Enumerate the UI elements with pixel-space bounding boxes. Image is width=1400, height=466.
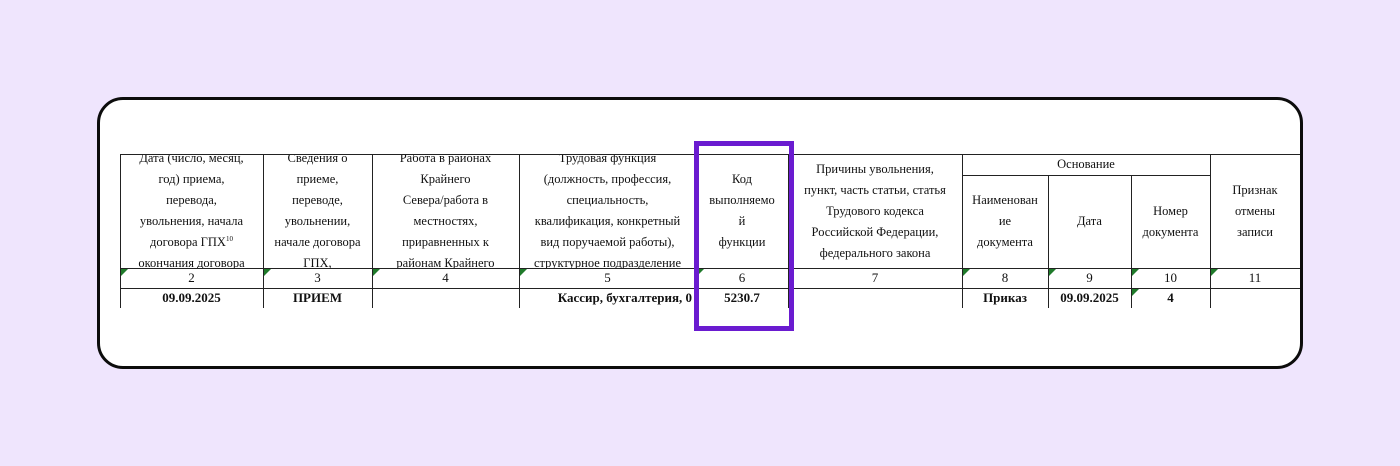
cell-marker-icon (1211, 269, 1218, 276)
basis-group-divider (962, 175, 1210, 176)
cell-date[interactable]: 09.09.2025 (162, 290, 221, 305)
header-document-date: Дата (1077, 214, 1102, 228)
column-divider (1131, 175, 1132, 308)
cell-north-work[interactable] (372, 288, 519, 308)
column-number: 4 (442, 270, 449, 285)
header-bottom-line (120, 268, 1300, 269)
column-number: 6 (738, 270, 746, 285)
column-divider (1210, 154, 1211, 308)
column-number: 2 (188, 270, 195, 285)
column-divider (263, 154, 264, 308)
cell-document-date[interactable]: 09.09.2025 (1060, 290, 1119, 305)
column-divider (372, 154, 373, 308)
cell-marker-icon (520, 269, 527, 276)
cell-marker-icon (1132, 289, 1139, 296)
cell-marker-icon (963, 269, 970, 276)
cell-function-code[interactable]: 5230.7 (724, 290, 760, 305)
cell-labor-function[interactable]: Кассир, бухгалтерия, 0 (557, 290, 692, 305)
header-cancel-flag: Признак отмены записи (1232, 182, 1278, 239)
cell-document-number[interactable]: 4 (1167, 290, 1174, 305)
column-number: 5 (604, 270, 611, 285)
header-basis-group: Основание (1057, 157, 1115, 171)
cell-info[interactable]: ПРИЕМ (292, 290, 343, 305)
cell-marker-icon (1132, 269, 1139, 276)
cell-dismissal-reasons[interactable] (788, 288, 962, 308)
header-function-code: Код выполняемо й функции (709, 172, 775, 249)
header-document-number: Номер документа (1142, 203, 1199, 239)
document-card: Дата (число, месяц, год) приема, перевод… (97, 97, 1303, 369)
column-number: 11 (1248, 270, 1262, 285)
cell-marker-icon (121, 269, 128, 276)
header-date: Дата (число, месяц, год) приема, перевод… (138, 154, 245, 268)
column-divider (1048, 175, 1049, 308)
header-dismissal-reasons: Причины увольнения, пункт, часть статьи,… (804, 161, 946, 260)
header-info: Сведения о приеме, переводе, увольнении,… (274, 154, 361, 268)
cell-marker-icon (264, 269, 271, 276)
cell-marker-icon (1049, 269, 1056, 276)
cell-marker-icon (697, 269, 704, 276)
labor-book-table: Дата (число, месяц, год) приема, перевод… (120, 154, 1300, 314)
cell-document-name[interactable]: Приказ (983, 290, 1027, 305)
cell-cancel-flag[interactable] (1210, 288, 1300, 308)
column-number: 8 (1001, 270, 1009, 285)
column-number: 9 (1086, 270, 1093, 285)
cell-marker-icon (373, 269, 380, 276)
column-number: 7 (871, 270, 879, 285)
function-code-highlight (694, 141, 794, 331)
column-divider (519, 154, 520, 308)
column-divider (962, 154, 963, 308)
number-row-bottom-line (120, 288, 1300, 289)
column-number: 10 (1164, 270, 1177, 285)
header-labor-function: Трудовая функция (должность, профессия, … (533, 154, 682, 268)
column-divider (788, 154, 789, 308)
column-number: 3 (314, 270, 321, 285)
column-divider (120, 154, 121, 308)
header-north-work: Работа в районах Крайнего Севера/работа … (396, 154, 495, 268)
table-border-top (120, 154, 1300, 155)
header-document-name: Наименован ие документа (972, 193, 1038, 249)
